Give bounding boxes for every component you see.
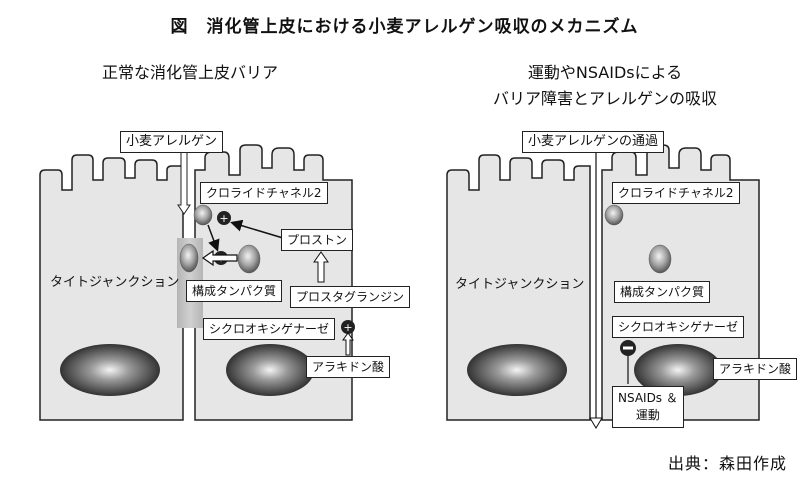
credit: 出典：森田作成: [667, 454, 787, 473]
right-panel-title-line2: バリア障害とアレルゲンの吸収: [492, 89, 717, 108]
left-tight-junction-label: タイトジャンクション: [50, 275, 180, 290]
left-panel-title-text: 正常な消化管上皮バリア: [101, 63, 278, 82]
right-nsaids-label: NSAIDs ＆ 運動: [612, 386, 684, 428]
right-arachidonic-acid-label: アラキドン酸: [713, 358, 798, 380]
left-prostaglandin-label: プロスタグランジン: [290, 286, 411, 308]
right-constituent-protein-label: 構成タンパク質: [614, 281, 711, 303]
right-chloride-channel: [604, 204, 624, 226]
right-allergen-label: 小麦アレルゲンの通過: [522, 131, 665, 153]
left-constituent-protein-label: 構成タンパク質: [186, 280, 283, 302]
left-chloride-channel: [193, 204, 213, 226]
right-nucleus-1: [467, 344, 567, 396]
right-panel-title-line1: 運動やNSAIDsによる: [527, 63, 683, 82]
left-constituent-protein-blob: [237, 244, 261, 274]
left-tight-junction-protein: [179, 243, 199, 273]
plus-icon-1: [217, 211, 231, 225]
nsaids-label-line1: NSAIDs ＆: [618, 391, 678, 405]
nsaids-label-line2: 運動: [635, 408, 660, 422]
left-arachidonic-acid-label: アラキドン酸: [306, 356, 391, 378]
left-panel-title: 正常な消化管上皮バリア: [40, 60, 340, 86]
figure-title: 図 消化管上皮における小麦アレルゲン吸収のメカニズム: [170, 17, 639, 37]
right-chloride-channel-label: クロライドチャネル2: [612, 182, 740, 204]
svg-text:+: +: [343, 321, 352, 334]
left-cyclooxygenase-label: シクロオキシゲナーゼ: [203, 318, 336, 340]
right-panel-title: 運動やNSAIDsによる バリア障害とアレルゲンの吸収: [440, 60, 770, 112]
left-nucleus-2: [226, 344, 314, 396]
left-chloride-channel-label: クロライドチャネル2: [200, 182, 328, 204]
plus-icon-3: [341, 320, 355, 334]
right-constituent-protein-blob: [648, 244, 672, 274]
svg-text:+: +: [219, 212, 228, 225]
right-cyclooxygenase-label: シクロオキシゲナーゼ: [612, 316, 745, 338]
left-allergen-arrow: [177, 151, 191, 215]
left-nucleus-1: [60, 344, 160, 396]
left-prostone-label: プロストン: [281, 229, 354, 251]
right-tight-junction-label: タイトジャンクション: [455, 277, 585, 292]
left-allergen-label: 小麦アレルゲン: [120, 131, 224, 153]
right-nucleus-2: [634, 344, 722, 396]
